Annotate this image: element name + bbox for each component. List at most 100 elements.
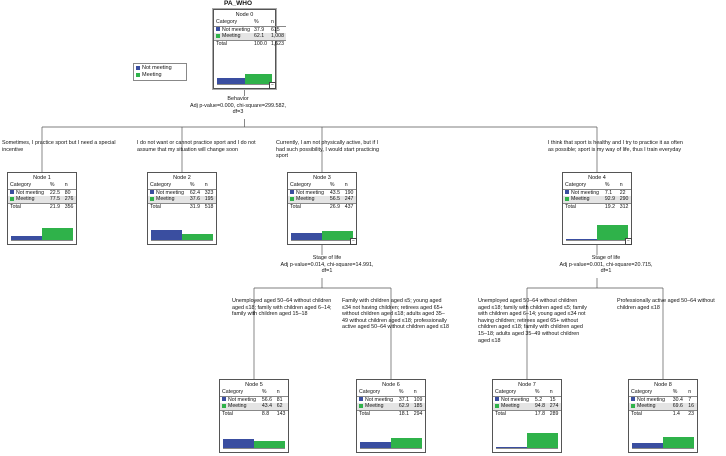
tree-title: PA_WHO [223, 0, 253, 7]
col-category: Category [148, 182, 188, 190]
bar-not-meeting [632, 443, 663, 448]
total-pct: 31.9 [187, 202, 203, 211]
total-n: 289 [547, 409, 561, 418]
category-cell: Meeting [563, 196, 603, 204]
col-category: Category [629, 389, 671, 397]
total-label: Total [357, 409, 397, 418]
meeting-swatch [150, 196, 154, 201]
category-label: Meeting [156, 196, 175, 203]
collapse-toggle-icon[interactable]: − [269, 82, 276, 89]
n-cell: 290 [617, 196, 631, 204]
node-bar-chart [496, 432, 558, 449]
split-0-variable: Behavior [227, 96, 249, 102]
bar-meeting [182, 233, 213, 240]
n-cell: 247 [342, 196, 356, 204]
total-n: 1,623 [268, 39, 286, 48]
total-n: 143 [274, 409, 288, 418]
meeting-swatch [631, 403, 635, 408]
category-label: Not meeting [222, 26, 250, 33]
total-n: 437 [342, 202, 356, 211]
category-label: Meeting [637, 403, 656, 410]
col-percent: % [251, 19, 269, 27]
bar-meeting [391, 437, 422, 448]
legend-label-not-meeting: Not meeting [142, 65, 172, 71]
n-cell: 7 [688, 396, 692, 403]
total-label: Total [214, 39, 252, 48]
bar-meeting [254, 441, 285, 448]
bar-not-meeting [217, 77, 245, 84]
n-cell: 274 [547, 403, 561, 411]
category-cell: Not meeting [214, 26, 252, 33]
col-category: Category [563, 182, 603, 190]
total-n: 23 [686, 409, 697, 418]
category-cell: Meeting [629, 403, 671, 411]
total-label: Total [8, 202, 48, 211]
legend-item-not-meeting: Not meeting [136, 65, 184, 72]
pct-cell: 69.6 [670, 403, 687, 411]
node-bar-chart [217, 68, 272, 85]
bar-meeting [597, 225, 628, 240]
meeting-swatch [290, 196, 294, 201]
bar-not-meeting [360, 442, 391, 448]
collapse-toggle-icon[interactable]: − [350, 238, 357, 245]
total-pct: 100.0 [251, 39, 269, 48]
meeting-swatch [136, 72, 140, 77]
node-title: Node 2 [173, 175, 191, 181]
col-n: n [268, 19, 286, 27]
col-category: Category [493, 389, 533, 397]
meeting-swatch [359, 403, 363, 408]
pct-cell: 56.6 [261, 396, 272, 403]
pct-cell: 37.6 [187, 196, 203, 204]
bar-not-meeting [496, 447, 527, 448]
total-pct: 21.9 [47, 202, 63, 211]
node-bar-chart [566, 224, 628, 241]
col-percent: % [327, 182, 343, 190]
node-title: Node 4 [588, 175, 606, 181]
collapse-toggle-icon[interactable]: − [625, 238, 632, 245]
not-meeting-swatch [136, 65, 140, 70]
branch-label-7: Unemployed aged 50–64 without children a… [478, 298, 587, 344]
col-percent: % [670, 389, 687, 397]
node-bar-chart [11, 224, 73, 241]
legend-label-meeting: Meeting [142, 72, 162, 78]
split-3-df: df=1 [321, 268, 333, 275]
category-cell: Not meeting [220, 396, 260, 403]
total-pct: 1.4 [670, 409, 687, 418]
not-meeting-swatch [10, 190, 14, 195]
pct-cell: 92.9 [602, 196, 618, 204]
category-label: Not meeting [637, 396, 665, 403]
category-cell: Not meeting [563, 189, 603, 196]
col-percent: % [602, 182, 618, 190]
category-label: Meeting [571, 196, 590, 203]
node-title: Node 8 [654, 382, 672, 388]
bar-meeting [244, 74, 272, 84]
total-pct: 26.9 [327, 202, 343, 211]
category-label: Not meeting [501, 396, 529, 403]
total-n: 312 [617, 202, 631, 211]
total-label: Total [288, 202, 328, 211]
